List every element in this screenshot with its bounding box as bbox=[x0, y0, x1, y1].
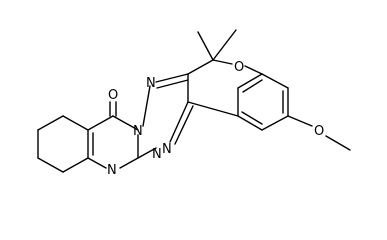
bond-c5-n2 bbox=[169, 101, 189, 143]
bond-c3-c2 bbox=[261, 115, 289, 131]
bond-c2-c1-double bbox=[241, 111, 263, 125]
bond-n4-c8 bbox=[119, 157, 139, 169]
bond-c9-n4 bbox=[87, 157, 107, 169]
bond-c7-me2 bbox=[212, 29, 237, 61]
atom-labels: O N N N N N O O bbox=[107, 60, 324, 178]
bond-c13-c12 bbox=[37, 157, 64, 173]
bond-c4b-c4a bbox=[237, 73, 263, 89]
bond-c11-n5 bbox=[112, 115, 139, 131]
atom-n2-label: N bbox=[162, 142, 172, 157]
bond-c5-n2-double bbox=[174, 105, 194, 145]
atom-n1-label: N bbox=[146, 76, 156, 91]
bond-o3-ch3 bbox=[325, 135, 351, 151]
bond-c12-c9 bbox=[62, 157, 89, 173]
bond-c7-o2 bbox=[212, 59, 233, 65]
bond-c7-me1 bbox=[197, 31, 214, 61]
atom-n5-label: N bbox=[133, 124, 143, 139]
bond-c3-o3 bbox=[287, 115, 313, 127]
bond-c15-c14 bbox=[37, 115, 64, 131]
bond-n1-c6 bbox=[155, 73, 189, 83]
atom-n4-label: N bbox=[107, 163, 117, 178]
bond-c1-c5 bbox=[187, 101, 239, 117]
bond-o2-c4a bbox=[244, 65, 263, 75]
bond-c11-c10 bbox=[87, 115, 114, 131]
bond-c8-n3 bbox=[137, 147, 157, 159]
bond-c10-c15 bbox=[62, 115, 89, 131]
atom-o1-label: O bbox=[108, 88, 118, 103]
bond-c6-c7 bbox=[187, 59, 214, 75]
bond-c2-c1 bbox=[237, 115, 263, 131]
bonds bbox=[37, 29, 351, 173]
bond-n1-c6-double bbox=[156, 79, 189, 89]
bond-c4a-c4 bbox=[261, 73, 289, 89]
atom-n3-label: N bbox=[152, 147, 162, 162]
molecule-diagram: O N N N N N O O bbox=[37, 29, 351, 178]
bond-n5-n1 bbox=[142, 85, 151, 127]
atom-o3-label: O bbox=[314, 124, 324, 139]
atom-o2-label: O bbox=[234, 60, 244, 75]
chemical-structure-canvas: O N N N N N O O bbox=[37, 29, 351, 178]
bond-c4b-c4a-double bbox=[242, 79, 263, 93]
